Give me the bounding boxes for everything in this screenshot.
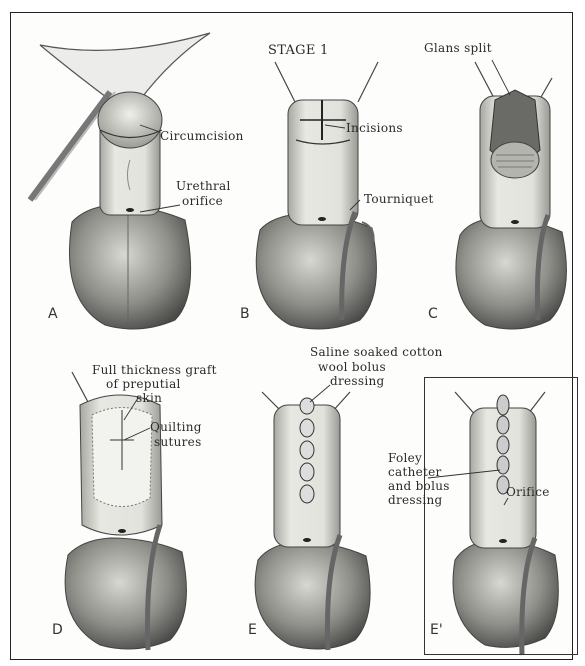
label-foley-3: and bolus [388, 480, 450, 493]
label-orifice: orifice [182, 195, 223, 208]
panel-letter-b: B [240, 306, 250, 322]
label-graft-1: Full thickness graft [92, 364, 217, 377]
panel-letter-e-prime: E' [430, 622, 443, 638]
label-saline-3: dressing [330, 375, 384, 388]
label-quilting: Quilting [150, 421, 202, 434]
label-glans-split: Glans split [424, 42, 492, 55]
label-graft-2: of preputial [106, 378, 181, 391]
panel-letter-e: E [248, 622, 257, 638]
panel-letter-d: D [52, 622, 63, 638]
label-saline-1: Saline soaked cotton [310, 346, 443, 359]
label-foley-4: dressing [388, 494, 442, 507]
label-foley-1: Foley [388, 452, 422, 465]
label-foley-2: catheter [388, 466, 442, 479]
label-tourniquet: Tourniquet [364, 193, 434, 206]
panel-e-prime-frame [424, 377, 578, 655]
label-saline-2: wool bolus [318, 361, 386, 374]
panel-d-drawing [65, 372, 186, 650]
panel-letter-c: C [428, 306, 438, 322]
label-circumcision: Circumcision [160, 130, 244, 143]
panel-letter-a: A [48, 306, 58, 322]
label-sutures: sutures [154, 436, 202, 449]
label-incisions: Incisions [346, 122, 403, 135]
panel-c-drawing [456, 62, 567, 329]
label-orifice-e-prime: Orifice [506, 486, 550, 499]
label-urethral: Urethral [176, 180, 231, 193]
label-graft-3: skin [136, 392, 162, 405]
stage-title: STAGE 1 [268, 44, 329, 57]
panel-b-drawing [256, 62, 378, 329]
panel-e-drawing [255, 392, 370, 650]
